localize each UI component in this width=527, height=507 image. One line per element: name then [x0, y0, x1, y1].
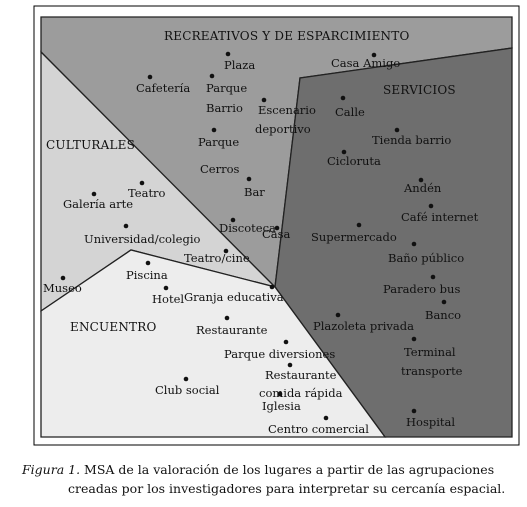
caption-figure-label: Figura 1. — [22, 462, 81, 477]
point-teatro — [139, 180, 145, 186]
place-label: Parque — [206, 81, 247, 95]
place-label: Cerros — [200, 162, 240, 176]
point-bar — [246, 176, 252, 182]
place-label: Teatro — [128, 186, 166, 200]
caption-line-2: creadas por los investigadores para inte… — [68, 481, 506, 496]
point-casa — [274, 225, 280, 231]
point-cafeteria — [147, 74, 153, 80]
place-label: Supermercado — [311, 230, 397, 244]
place-label: Café internet — [401, 210, 479, 224]
place-label: Plazoleta privada — [313, 319, 414, 333]
place-label: Hotel — [152, 292, 184, 306]
place-label: Terminal — [404, 345, 456, 359]
point-museo — [60, 275, 66, 281]
place-label: Club social — [155, 383, 220, 397]
place-label: Restaurante — [265, 368, 337, 382]
point-hospital — [411, 408, 417, 414]
place-label: Centro comercial — [268, 422, 369, 436]
place-label: Banco — [425, 308, 461, 322]
point-calle — [340, 95, 346, 101]
point-parque-diversiones — [283, 339, 289, 345]
point-anden — [418, 177, 424, 183]
figure-frame — [33, 5, 520, 446]
point-paradero-bus — [430, 274, 436, 280]
point-restaurante — [224, 315, 230, 321]
figure-caption: Figura 1. MSA de la valoración de los lu… — [22, 460, 512, 498]
point-plazoleta-privada — [335, 312, 341, 318]
group-label-culturales: CULTURALES — [46, 138, 135, 152]
place-label: Museo — [43, 281, 82, 295]
group-label-servicios: SERVICIOS — [383, 83, 456, 97]
point-cafe-internet — [428, 203, 434, 209]
place-label: Teatro/cine — [184, 251, 250, 265]
place-label: Escenario — [258, 103, 316, 117]
place-label: deportivo — [255, 122, 311, 136]
place-label: Paradero bus — [383, 282, 460, 296]
point-bano-publico — [411, 241, 417, 247]
group-label-encuentro: ENCUENTRO — [70, 320, 157, 334]
point-terminal-transporte — [411, 336, 417, 342]
caption-line-1: MSA de la valoración de los lugares a pa… — [80, 462, 495, 477]
point-piscina — [145, 260, 151, 266]
point-universidad-colegio — [123, 223, 129, 229]
point-banco — [441, 299, 447, 305]
place-label: Bar — [244, 185, 265, 199]
point-plaza — [225, 51, 231, 57]
point-supermercado — [356, 222, 362, 228]
place-label: Galería arte — [63, 197, 133, 211]
point-centro-comercial — [323, 415, 329, 421]
place-label: Hospital — [406, 415, 455, 429]
point-teatro-cine — [223, 248, 229, 254]
place-label: Piscina — [126, 268, 168, 282]
place-label: Restaurante — [196, 323, 268, 337]
point-parque-cerros — [211, 127, 217, 133]
point-parque-barrio — [209, 73, 215, 79]
region-encuentro — [40, 249, 387, 438]
point-club-social — [183, 376, 189, 382]
point-restaurante-comida-rapida — [287, 362, 293, 368]
place-label: Iglesia — [262, 399, 301, 413]
place-label: Barrio — [206, 101, 243, 115]
point-discoteca — [230, 217, 236, 223]
place-label: Tienda barrio — [372, 133, 451, 147]
place-label: Plaza — [224, 58, 255, 72]
place-label: Universidad/colegio — [84, 232, 200, 246]
place-label: Calle — [335, 105, 365, 119]
point-casa-amigo — [371, 52, 377, 58]
place-label: transporte — [401, 364, 463, 378]
place-points — [60, 51, 447, 421]
place-label: comida rápida — [259, 386, 343, 400]
place-label: Casa Amigo — [331, 56, 400, 70]
place-label: Andén — [403, 181, 442, 195]
place-label: Casa — [262, 227, 291, 241]
group-label-recreativos: RECREATIVOS Y DE ESPARCIMIENTO — [164, 29, 410, 43]
point-galeria-arte — [91, 191, 97, 197]
place-label: Baño público — [388, 251, 464, 265]
point-tienda-barrio — [394, 127, 400, 133]
region-servicios — [274, 47, 513, 438]
point-hotel — [163, 285, 169, 291]
point-granja-educativa — [269, 284, 275, 290]
place-label: Discoteca — [219, 221, 276, 235]
place-label: Parque — [198, 135, 239, 149]
place-label: Granja educativa — [184, 290, 284, 304]
point-cicloruta — [341, 149, 347, 155]
place-label: Parque diversiones — [224, 347, 335, 361]
place-label: Cicloruta — [327, 154, 381, 168]
place-label: Cafetería — [136, 81, 190, 95]
point-iglesia — [277, 391, 283, 397]
point-escenario-deportivo — [261, 97, 267, 103]
